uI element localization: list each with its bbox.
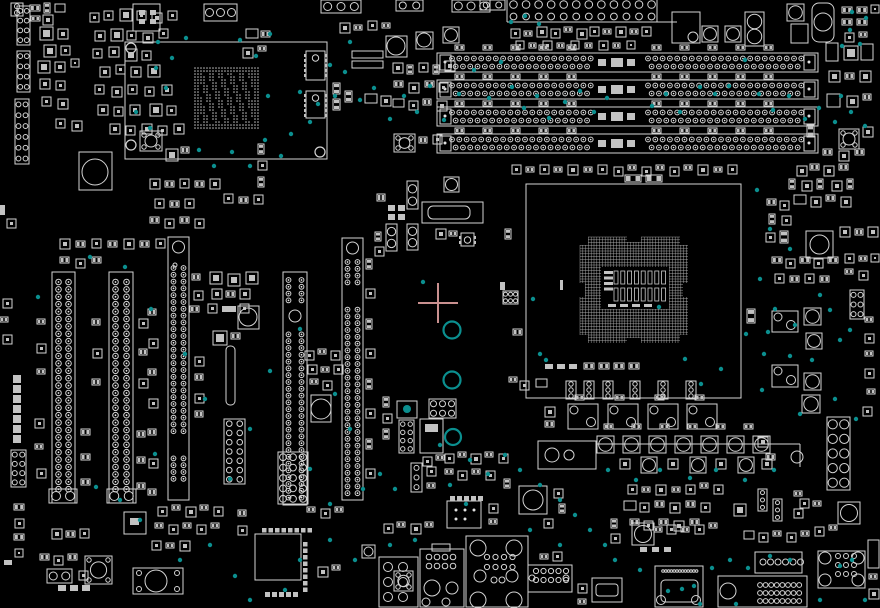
mount-holes (125, 42, 326, 158)
dimm-decoupling-caps (454, 44, 774, 134)
dimm-slot-2[interactable] (436, 79, 819, 100)
dimm-slot-3[interactable] (436, 106, 819, 127)
crosshair-marker[interactable] (418, 283, 458, 323)
dimm-slot-1[interactable] (436, 52, 819, 73)
test-point-vias (35, 9, 869, 607)
cpu-socket[interactable] (525, 183, 742, 399)
pci-slot-2[interactable] (108, 271, 134, 504)
pcie-slot-1[interactable] (167, 236, 190, 501)
atx-power-connector[interactable] (509, 0, 656, 21)
teal-mount-rings (442, 320, 463, 447)
chipset-bga[interactable] (194, 67, 259, 129)
pci-slot-1[interactable] (51, 271, 76, 504)
dimm-slot-4[interactable] (436, 133, 819, 154)
pcie-slot-3[interactable] (341, 237, 364, 501)
chipset-keepout-region (124, 41, 328, 160)
